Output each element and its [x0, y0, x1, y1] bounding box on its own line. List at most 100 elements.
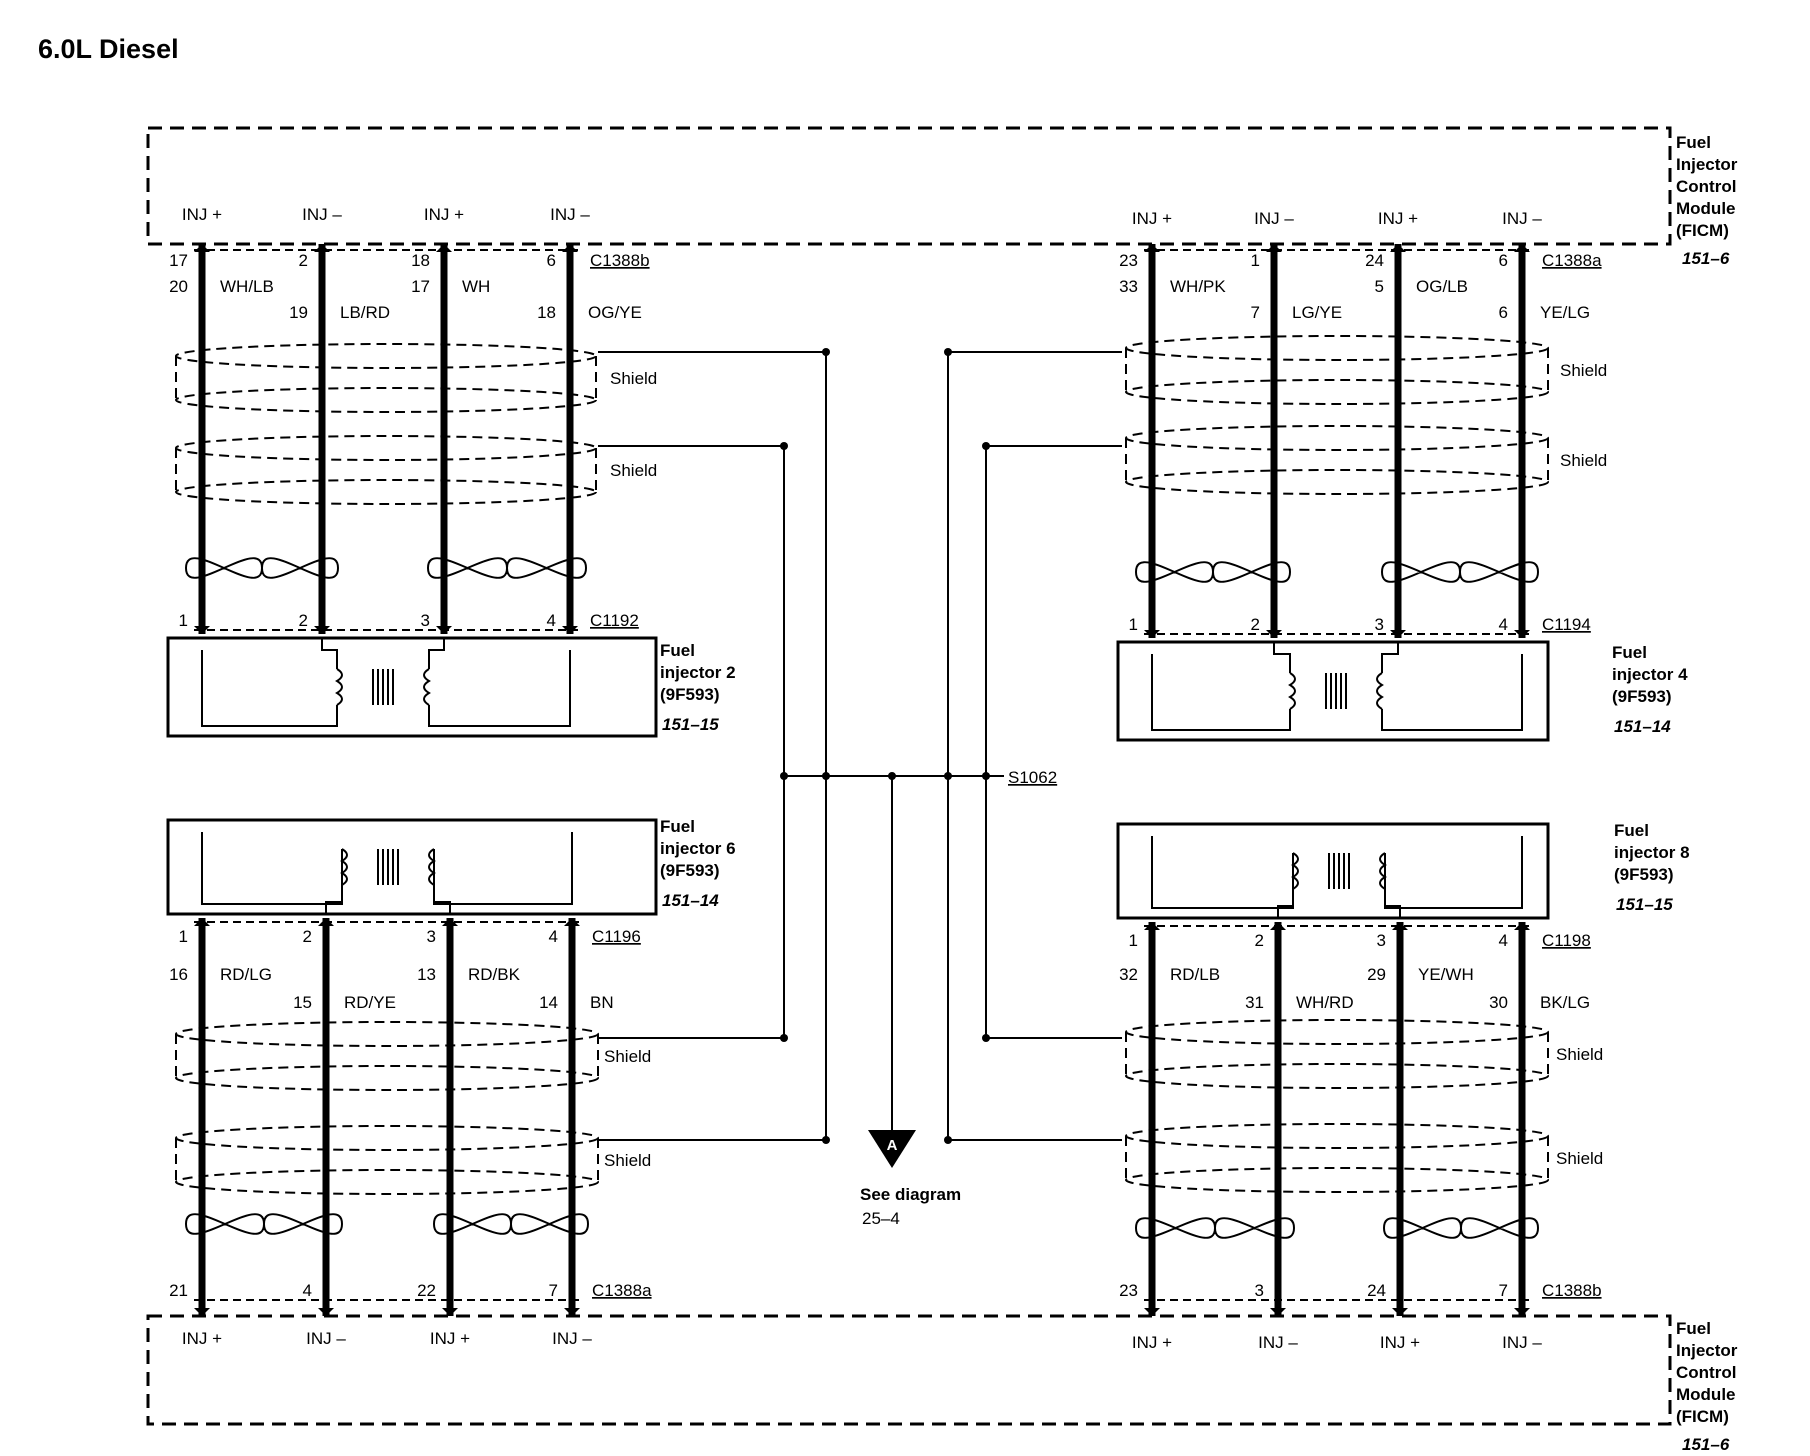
- coil-icon: [335, 668, 343, 706]
- shield-label: Shield: [604, 1047, 651, 1066]
- svg-text:Fuel: Fuel: [1676, 133, 1711, 152]
- injector-label: (9F593): [1614, 865, 1674, 884]
- ficm-pin-label: INJ –: [1502, 1333, 1542, 1352]
- coil-icon: [340, 848, 348, 886]
- pin-tip: [1392, 1308, 1408, 1316]
- ficm-pin-label: INJ +: [182, 205, 222, 224]
- ficm-pin-label: INJ +: [182, 1329, 222, 1348]
- ficm-pin-number: 22: [417, 1281, 436, 1300]
- svg-text:151–6: 151–6: [1682, 249, 1730, 268]
- pin-tip: [1392, 922, 1408, 930]
- injector-pin-number: 4: [1499, 615, 1508, 634]
- pin-tip: [436, 626, 452, 634]
- injector-internal: [1273, 642, 1291, 673]
- circuit-number: 33: [1119, 277, 1138, 296]
- pin-tip: [1514, 244, 1530, 252]
- shield-ellipse: [1125, 1167, 1549, 1193]
- wire-color: WH: [462, 277, 490, 296]
- twisted-pair: [1380, 561, 1540, 583]
- shield-ellipse: [175, 435, 597, 461]
- ficm-connector-id: C1388a: [592, 1281, 652, 1300]
- pin-tip: [1266, 630, 1282, 638]
- pin-tip: [1514, 1308, 1530, 1316]
- pin-tip: [314, 244, 330, 252]
- shield-ellipse: [175, 1125, 599, 1151]
- see-diagram-ref: 25–4: [862, 1209, 900, 1228]
- injector-label: Fuel: [660, 641, 695, 660]
- injector-ref: 151–14: [662, 891, 719, 910]
- ficm-pin-label: INJ –: [306, 1329, 346, 1348]
- ficm-pin-number: 1: [1251, 251, 1260, 270]
- injector-ref: 151–15: [1616, 895, 1673, 914]
- injector-connector-id: C1194: [1542, 615, 1591, 634]
- coil-icon: [1379, 852, 1387, 890]
- shield-ellipse: [1125, 1019, 1549, 1045]
- shield-ellipse: [175, 1065, 599, 1091]
- pin-tip: [194, 918, 210, 926]
- twisted-pair: [1134, 1217, 1296, 1239]
- shield-ellipse: [175, 1169, 599, 1195]
- pin-tip: [314, 626, 330, 634]
- svg-text:(FICM): (FICM): [1676, 1407, 1729, 1426]
- injector-internal: [1384, 853, 1401, 918]
- twisted-pair: [1382, 1217, 1540, 1239]
- injector-body: [1116, 822, 1550, 920]
- ficm-pin-label: INJ –: [1502, 209, 1542, 228]
- injector-label: Fuel: [1612, 643, 1647, 662]
- ficm-pin-label: INJ +: [1132, 209, 1172, 228]
- injector-pin-number: 2: [303, 927, 312, 946]
- pin-tip: [564, 1308, 580, 1316]
- circuit-number: 6: [1499, 303, 1508, 322]
- injector-pin-number: 3: [427, 927, 436, 946]
- ficm-pin-label: INJ +: [1378, 209, 1418, 228]
- pin-tip: [1144, 1308, 1160, 1316]
- ficm-pin-label: INJ +: [1380, 1333, 1420, 1352]
- twisted-pair: [432, 1213, 590, 1235]
- wire-color: WH/LB: [220, 277, 274, 296]
- injector-pin-number: 4: [1499, 931, 1508, 950]
- shield-drain-network: S1062: [598, 348, 1122, 1144]
- injector-pin-number: 3: [1377, 931, 1386, 950]
- injector-internal: [1381, 654, 1523, 731]
- ficm-pin-number: 24: [1367, 1281, 1386, 1300]
- injector-pin-number: 1: [179, 611, 188, 630]
- wire-color: BK/LG: [1540, 993, 1590, 1012]
- injector-label: Fuel: [1614, 821, 1649, 840]
- ficm-pin-number: 23: [1119, 251, 1138, 270]
- injector-internal: [1277, 853, 1294, 918]
- wire-color: LB/RD: [340, 303, 390, 322]
- pin-tip: [318, 918, 334, 926]
- ficm-pin-number: 24: [1365, 251, 1384, 270]
- injector-pin-number: 2: [1255, 931, 1264, 950]
- coil-icon: [423, 668, 431, 706]
- pin-tip: [318, 1308, 334, 1316]
- shield-label: Shield: [1560, 451, 1607, 470]
- shield-ellipse: [1125, 335, 1549, 361]
- circuit-number: 18: [537, 303, 556, 322]
- ficm-pin-number: 7: [549, 1281, 558, 1300]
- circuit-number: 19: [289, 303, 308, 322]
- svg-text:Fuel: Fuel: [1676, 1319, 1711, 1338]
- page-title: 6.0L Diesel: [38, 34, 179, 64]
- svg-text:Injector: Injector: [1676, 155, 1738, 174]
- shield-label: Shield: [610, 461, 657, 480]
- ficm-pin-label: INJ +: [430, 1329, 470, 1348]
- shield-ellipse: [1125, 469, 1549, 495]
- svg-text:151–6: 151–6: [1682, 1435, 1730, 1454]
- injector-pin-number: 3: [1375, 615, 1384, 634]
- ficm-connector-id: C1388b: [590, 251, 650, 270]
- shield-label: Shield: [1556, 1149, 1603, 1168]
- svg-text:Module: Module: [1676, 199, 1736, 218]
- shield-label: Shield: [1556, 1045, 1603, 1064]
- injector-label: Fuel: [660, 817, 695, 836]
- pin-tip: [564, 918, 580, 926]
- pin-tip: [194, 1308, 210, 1316]
- twisted-pair: [426, 557, 588, 579]
- wire-color: BN: [590, 993, 614, 1012]
- shield-ellipse: [175, 479, 597, 505]
- injector-body: [1116, 640, 1550, 742]
- shield-ellipse: [1125, 425, 1549, 451]
